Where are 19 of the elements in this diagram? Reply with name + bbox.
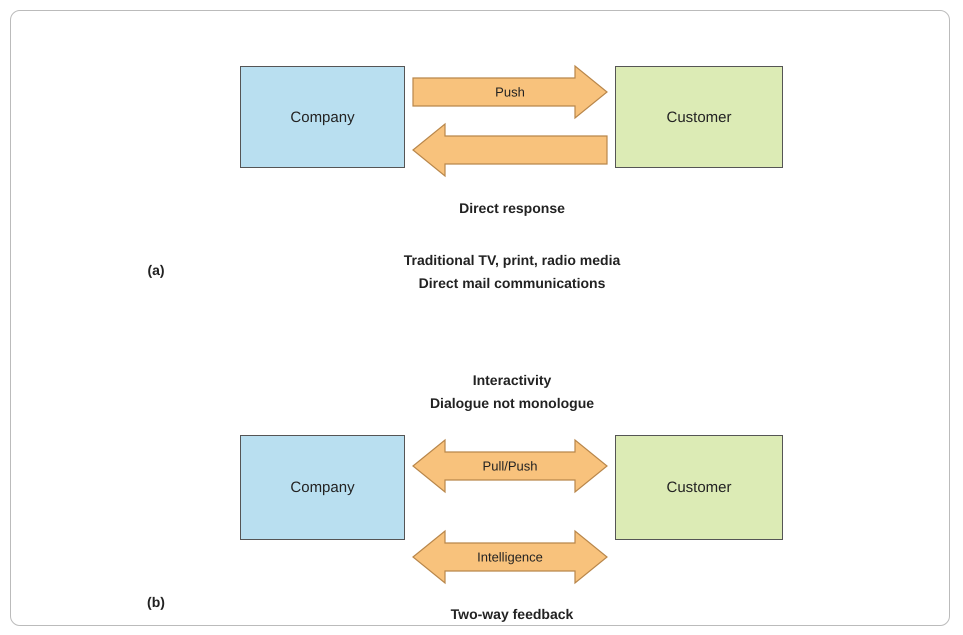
caption-text: Dialogue not monologue — [430, 395, 594, 411]
block-arrow — [412, 122, 608, 178]
edge-label: Pull/Push — [482, 458, 538, 474]
entity-box: Company — [240, 66, 405, 168]
block-arrow — [412, 64, 608, 120]
caption-text: (a) — [147, 262, 165, 278]
entity-box: Customer — [615, 66, 783, 168]
caption-text: (b) — [147, 594, 165, 610]
block-arrow — [412, 530, 608, 584]
block-arrow — [412, 438, 608, 494]
edge-label: Direct response — [459, 200, 565, 216]
caption-text: Direct mail communications — [418, 275, 606, 291]
caption-text: Two-way feedback — [450, 606, 574, 622]
edge-label: Intelligence — [477, 550, 543, 564]
edge-label: Push — [495, 84, 525, 100]
entity-box: Customer — [615, 435, 783, 540]
caption-text: Interactivity — [472, 372, 552, 388]
entity-box: Company — [240, 435, 405, 540]
caption-text: Traditional TV, print, radio media — [404, 252, 620, 268]
